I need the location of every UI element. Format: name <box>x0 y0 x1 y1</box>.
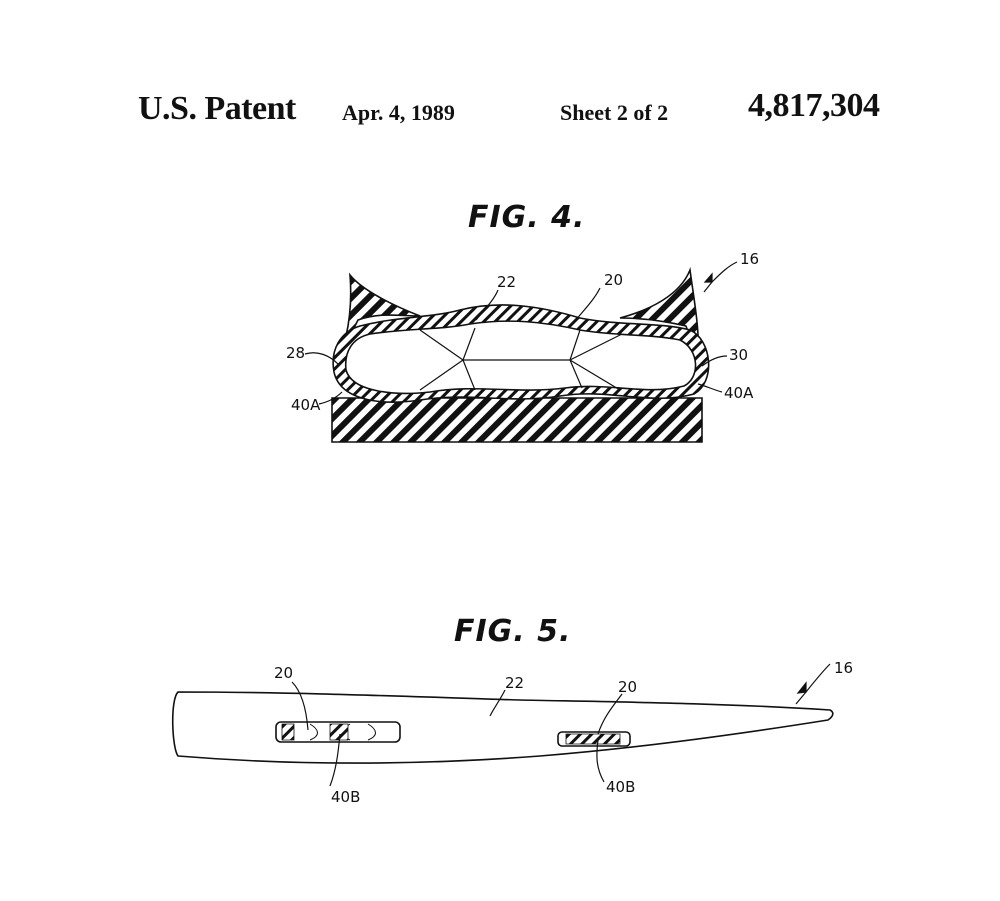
patent-number: 4,817,304 <box>748 87 880 125</box>
fig4-ref-40a-right: 40A <box>724 386 753 401</box>
fig4-drawing <box>305 262 737 442</box>
fig5-insole-outline <box>173 692 833 763</box>
fig4-ref-22: 22 <box>497 275 516 290</box>
fig5-ref-40b-right: 40B <box>606 780 635 795</box>
fig5-ref-20-right: 20 <box>618 680 637 695</box>
fig5-ref-16: 16 <box>834 661 853 676</box>
fig4-ref-40a-left: 40A <box>291 398 320 413</box>
fig4-ref-30: 30 <box>729 348 748 363</box>
fig5-title: FIG. 5. <box>454 614 571 649</box>
fig4-ref-20: 20 <box>604 273 623 288</box>
fig5-ref-22: 22 <box>505 676 524 691</box>
fig4-leader-16 <box>712 262 737 282</box>
fig4-ref-16: 16 <box>740 252 759 267</box>
patent-label: U.S. Patent <box>138 90 296 128</box>
fig5-leader-16 <box>806 664 830 692</box>
patent-date: Apr. 4, 1989 <box>342 100 455 126</box>
fig5-drawing <box>173 664 833 786</box>
fig4-base-slab <box>332 398 702 442</box>
fig4-leader-20 <box>575 288 600 321</box>
fig4-title: FIG. 4. <box>468 200 585 235</box>
fig4-ref-28: 28 <box>286 346 305 361</box>
fig5-arrow-16 <box>796 683 806 704</box>
fig4-arrow-16 <box>704 274 712 292</box>
fig5-ref-20-left: 20 <box>274 666 293 681</box>
sheet-number: Sheet 2 of 2 <box>560 100 668 126</box>
fig5-pocket-right-hatch <box>566 734 620 744</box>
fig5-ref-40b-left: 40B <box>331 790 360 805</box>
